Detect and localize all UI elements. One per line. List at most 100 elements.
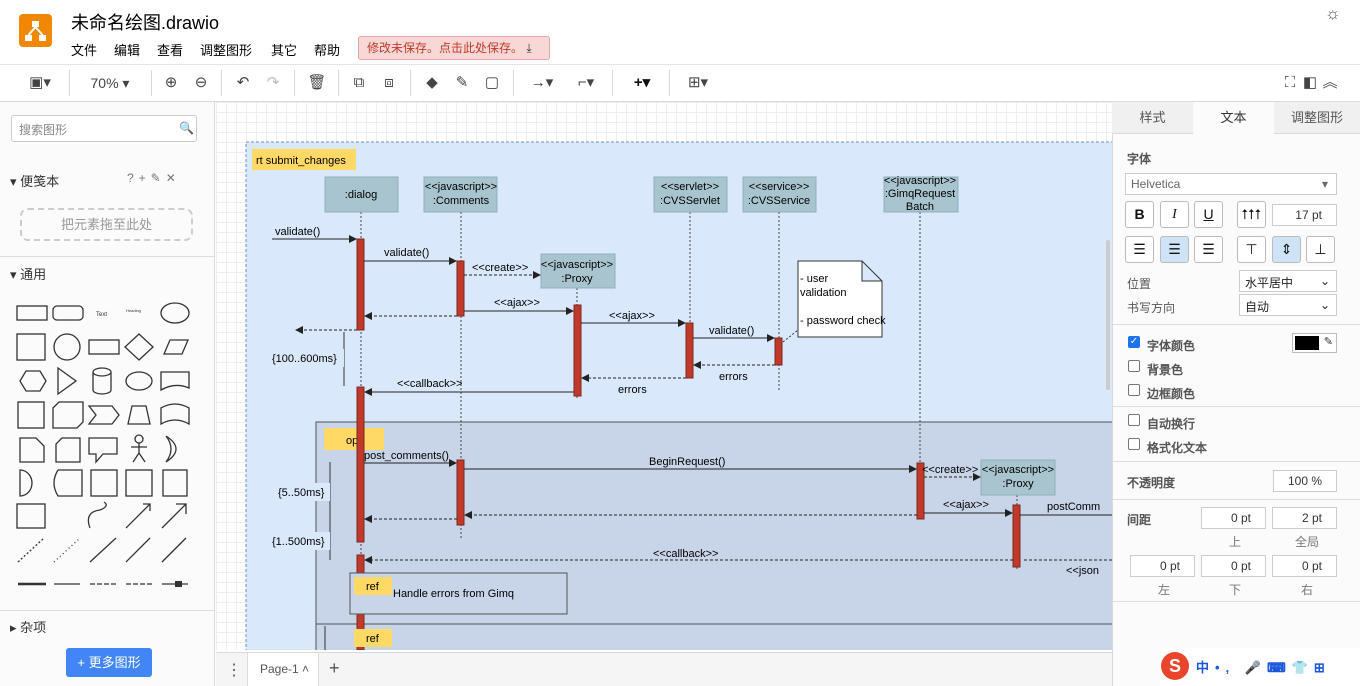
chevron-down-icon: ▾ (1321, 177, 1328, 191)
lifeline-gimq[interactable] (883, 176, 959, 213)
search-icon[interactable]: 🔍 (179, 121, 194, 135)
waypoints-icon[interactable]: ⌐▾ (577, 74, 595, 91)
lifeline-proxy2[interactable] (980, 459, 1056, 496)
single-arrow-shape (161, 537, 187, 563)
collapse-icon[interactable]: ︽ (1322, 74, 1338, 91)
background-color-checkbox[interactable] (1128, 360, 1140, 372)
line-color-icon[interactable]: ✎ (455, 74, 469, 91)
position-select[interactable]: 水平居中⌄ (1239, 270, 1337, 292)
insert-icon[interactable]: +▾ (633, 74, 651, 91)
shape-search-input[interactable]: 搜索图形 (11, 115, 197, 142)
table-icon[interactable]: ⊞▾ (687, 74, 709, 91)
align-middle-button[interactable]: ⇕ (1272, 236, 1301, 263)
fill-color-icon[interactable]: ◆ (426, 74, 438, 91)
line-shape (89, 537, 117, 563)
word-wrap-checkbox[interactable] (1128, 414, 1140, 426)
zoom-in-icon[interactable]: ⊕ (164, 74, 178, 91)
vertical-text-button[interactable]: ⭡⭡⭡ (1237, 201, 1266, 228)
toolbar-separator (69, 70, 70, 96)
msg-validate3: validate() (709, 325, 754, 337)
lifeline-cvsservice[interactable] (742, 176, 817, 213)
direction-select[interactable]: 自动⌄ (1239, 294, 1337, 316)
add-page-icon[interactable]: + (329, 658, 340, 678)
canvas-scrollbar[interactable] (1106, 240, 1110, 390)
spacing-global-input[interactable]: 2 pt (1272, 507, 1337, 529)
align-left-button[interactable]: ☰ (1125, 236, 1154, 263)
align-bottom-button[interactable]: ⊥ (1306, 236, 1335, 263)
tab-arrange[interactable]: 调整图形 (1274, 102, 1360, 134)
general-header[interactable]: ▾ 通用 (10, 267, 47, 282)
to-front-icon[interactable]: ⧉ (353, 74, 365, 91)
font-color-checkbox[interactable]: ✓ (1128, 336, 1140, 348)
menu-help[interactable]: 帮助 (314, 43, 341, 58)
ref-tag (354, 577, 392, 595)
align-center-button[interactable]: ☰ (1160, 236, 1189, 263)
more-shapes-button[interactable]: + 更多图形 (66, 648, 152, 677)
timing-bg (270, 532, 330, 550)
frame-label-tag (252, 149, 356, 170)
page-tab[interactable]: Page-1 ˄ (247, 653, 319, 686)
fullscreen-icon[interactable]: ⛶ (1284, 74, 1296, 91)
svg-text:Heading: Heading (126, 308, 141, 313)
shape-palette[interactable]: Text Heading (10, 296, 206, 596)
spacing-left-input[interactable]: 0 pt (1130, 555, 1195, 577)
timing-1: {100..600ms} (272, 353, 337, 365)
bold-button[interactable]: B (1125, 201, 1154, 228)
menu-edit[interactable]: 编辑 (114, 43, 141, 58)
square-shape (16, 333, 46, 361)
scratchpad-label: 便笺本 (20, 174, 60, 189)
divider (1113, 499, 1360, 500)
border-color-checkbox[interactable] (1128, 384, 1140, 396)
activation-bar (685, 322, 694, 379)
scratchpad-header[interactable]: ▾ 便笺本 (10, 174, 60, 189)
msg-json: <<json (1066, 565, 1099, 577)
font-color-swatch[interactable]: ✎ (1292, 333, 1337, 353)
undo-icon[interactable]: ↶ (236, 74, 250, 91)
font-size-input[interactable]: 17 pt (1272, 204, 1337, 226)
delete-icon[interactable]: 🗑 (307, 74, 327, 91)
ime-toolbar[interactable]: S 中•, 🎤⌨👕⊞ (1160, 648, 1360, 686)
spacing-bottom-input[interactable]: 0 pt (1201, 555, 1266, 577)
lifeline-proxy[interactable] (540, 253, 616, 289)
menu-file[interactable]: 文件 (71, 43, 98, 58)
connection-icon[interactable]: →▾ (530, 74, 554, 91)
scratchpad-actions[interactable]: ?+✎✕ (127, 171, 181, 185)
menu-arrange[interactable]: 调整图形 (200, 43, 253, 58)
zoom-out-icon[interactable]: ⊖ (194, 74, 208, 91)
format-panel-icon[interactable]: ◧ (1302, 74, 1318, 91)
diagram-canvas[interactable]: rt submit_changes opt :dialog <<javascri… (216, 102, 1112, 650)
tab-style[interactable]: 样式 (1112, 102, 1193, 134)
document-title[interactable]: 未命名绘图.drawio (71, 13, 220, 33)
lifeline-comments[interactable] (423, 176, 498, 213)
italic-button[interactable]: I (1160, 201, 1189, 228)
align-right-button[interactable]: ☰ (1194, 236, 1223, 263)
redo-icon[interactable]: ↷ (266, 74, 280, 91)
lifeline-cvsservlet[interactable] (653, 176, 728, 213)
lifeline-dialog[interactable] (324, 176, 399, 213)
misc-header[interactable]: ▸ 杂项 (10, 620, 47, 635)
view-icon[interactable]: ▣▾ (29, 74, 51, 91)
toolbar-separator (669, 70, 670, 96)
msg-errors2: errors (618, 384, 647, 396)
scratchpad-drop-area[interactable]: 把元素拖至此处 (20, 208, 193, 241)
formatted-text-checkbox[interactable] (1128, 438, 1140, 450)
tape-shape (160, 403, 190, 426)
tab-text[interactable]: 文本 (1193, 102, 1274, 134)
spacing-right-input[interactable]: 0 pt (1272, 555, 1337, 577)
unsaved-changes-button[interactable]: 修改未保存。点击此处保存。 ⤓ (358, 36, 550, 60)
menu-extras[interactable]: 其它 (271, 43, 298, 58)
theme-icon[interactable]: ☼ (1325, 4, 1341, 23)
opacity-input[interactable]: 100 % (1273, 470, 1337, 492)
card-shape (55, 437, 81, 463)
shadow-icon[interactable]: ▢ (484, 74, 500, 91)
to-back-icon[interactable]: ⧈ (384, 74, 394, 91)
note-shape[interactable] (797, 260, 883, 338)
zoom-select[interactable]: 70% ▾ (90, 75, 130, 91)
diamond-shape (124, 333, 154, 361)
spacing-top-input[interactable]: 0 pt (1201, 507, 1266, 529)
underline-button[interactable]: U (1194, 201, 1223, 228)
menu-view[interactable]: 查看 (157, 43, 184, 58)
pages-menu-icon[interactable]: ⋮ (226, 662, 242, 679)
font-family-select[interactable]: Helvetica▾ (1125, 173, 1337, 195)
align-top-button[interactable]: ⊤ (1237, 236, 1266, 263)
